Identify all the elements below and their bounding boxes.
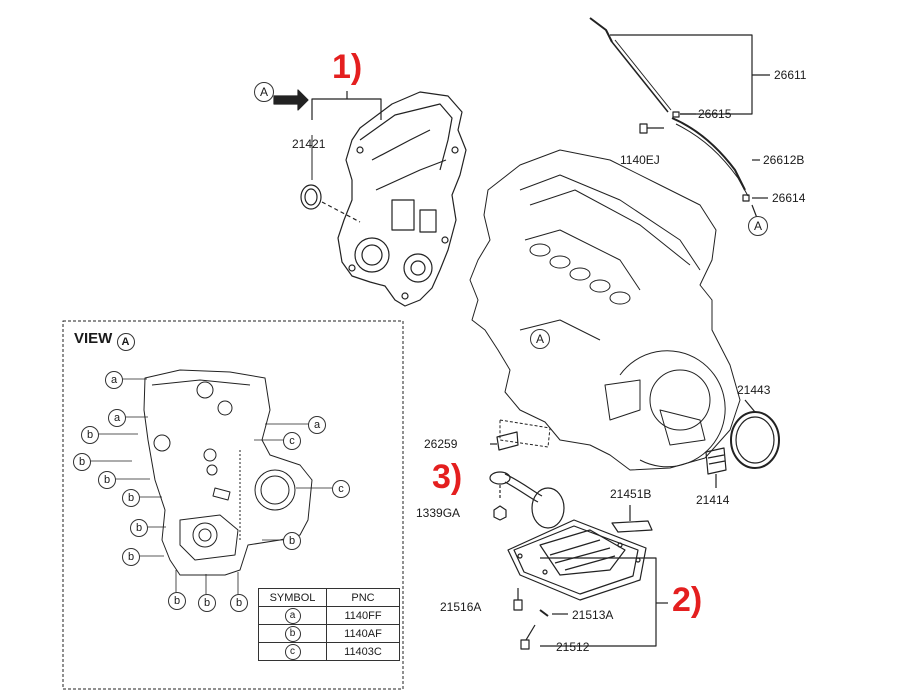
oil-strainer [489, 471, 565, 529]
part-26259: 26259 [424, 437, 458, 451]
callout-a: a [308, 416, 326, 434]
callout-b: b [81, 426, 99, 444]
callout-b: b [198, 594, 216, 612]
part-21414: 21414 [696, 493, 730, 507]
callout-b: b [230, 594, 248, 612]
baffle-bracket [490, 431, 519, 451]
engine-block [469, 149, 741, 471]
oil-level-gauge [589, 17, 750, 202]
view-ref-a-hose: A [748, 216, 768, 236]
oil-pan [507, 519, 647, 601]
callout-c: c [283, 432, 301, 450]
part-21443: 21443 [737, 383, 771, 397]
legend-symbol: c [284, 643, 301, 660]
callout-b: b [98, 471, 116, 489]
part-26614: 26614 [772, 191, 806, 205]
callout-a: a [105, 371, 123, 389]
callout-b: b [130, 519, 148, 537]
legend-symbol: b [284, 625, 301, 642]
legend-pnc: 11403C [326, 642, 400, 661]
part-26612b: 26612B [763, 153, 805, 167]
view-title-ref: A [116, 333, 135, 351]
legend-row: a 1140FF [258, 606, 400, 625]
callout-b: b [73, 453, 91, 471]
part-21512: 21512 [556, 640, 590, 654]
marker-2: 2) [672, 581, 703, 619]
marker-1: 1) [332, 48, 363, 86]
part-21421: 21421 [292, 137, 326, 151]
callout-a: a [108, 409, 126, 427]
view-title-text: VIEW [74, 330, 113, 347]
symbol-pnc-legend: SYMBOL PNC a 1140FF b 1140AF c 11403C [258, 588, 400, 661]
marker-3: 3) [432, 458, 463, 496]
legend-header: SYMBOL PNC [258, 588, 400, 607]
legend-pnc: 1140FF [326, 606, 400, 625]
legend-pnc: 1140AF [326, 624, 400, 643]
view-ref-a-arrow: A [254, 82, 274, 102]
callout-b: b [283, 532, 301, 550]
part-1339ga: 1339GA [416, 506, 461, 520]
rear-oil-seal [730, 399, 780, 469]
part-21513a: 21513A [572, 608, 614, 622]
callout-b: b [122, 489, 140, 507]
part-1140ej: 1140EJ [620, 153, 660, 167]
legend-symbol: a [284, 607, 301, 624]
legend-header-symbol: SYMBOL [258, 588, 327, 607]
part-26615: 26615 [698, 107, 732, 121]
view-a-title: VIEW A [74, 330, 135, 351]
part-21516a: 21516A [440, 600, 482, 614]
legend-header-pnc: PNC [326, 588, 400, 607]
view-ref-a-block: A [530, 329, 550, 349]
callout-c: c [332, 480, 350, 498]
legend-row: c 11403C [258, 642, 400, 661]
callout-b: b [122, 548, 140, 566]
oil-seal-retainer [705, 447, 727, 488]
timing-chain-cover [300, 91, 467, 307]
legend-row: b 1140AF [258, 624, 400, 643]
callout-b: b [168, 592, 186, 610]
part-21451b: 21451B [610, 487, 652, 501]
part-26611: 26611 [774, 68, 807, 82]
